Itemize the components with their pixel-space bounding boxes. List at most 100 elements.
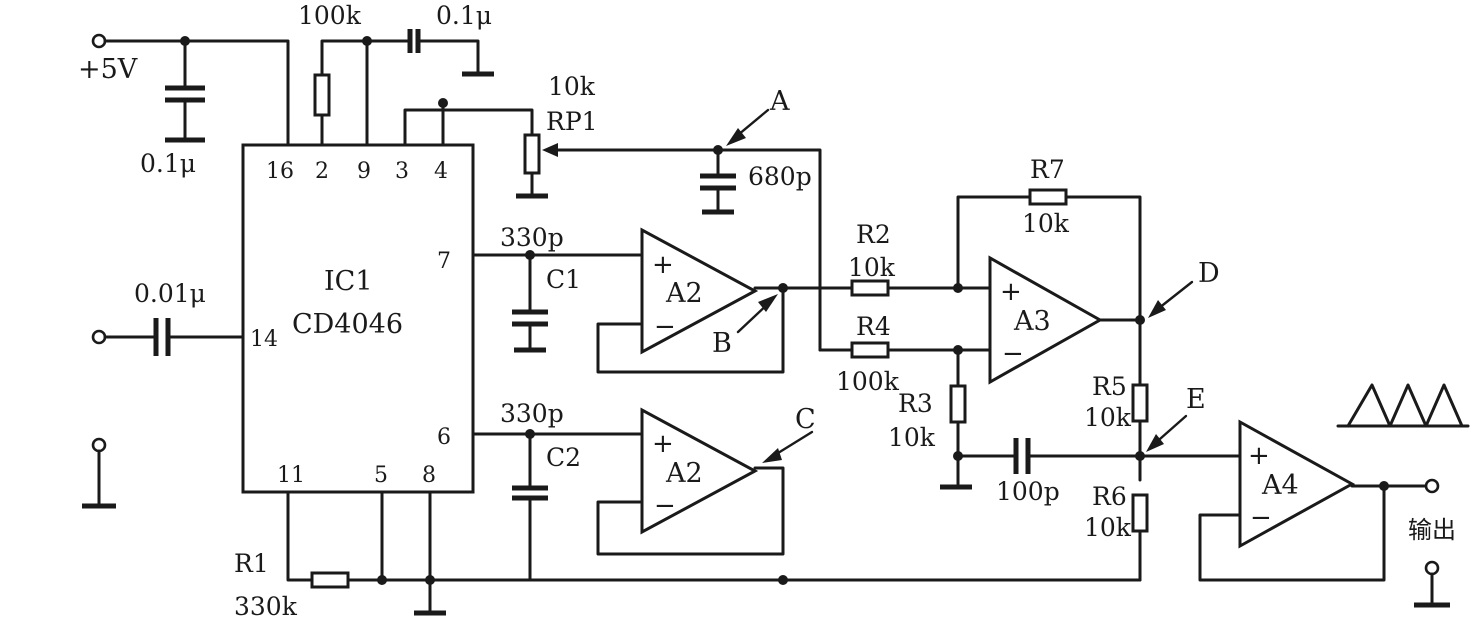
top-cap-value: 0.1μ (436, 1, 492, 30)
c-680p-value: 680p (748, 162, 812, 191)
r-100k-value: 100k (298, 1, 362, 30)
node-a-arrow-icon (726, 128, 746, 146)
r3-value: 10k (888, 423, 936, 452)
pin9-junction (362, 36, 372, 46)
triangle-wave-icon (1336, 383, 1470, 428)
ground-terminal (91, 437, 107, 453)
a4-plus: + (1248, 441, 1270, 471)
r4-value: 100k (836, 367, 900, 396)
r1-value: 330k (234, 592, 298, 620)
a2-bottom-plus: + (652, 429, 674, 459)
pin-6-label: 6 (437, 425, 451, 450)
c-680p-capacitor (700, 173, 736, 191)
pin-3-label: 3 (395, 159, 409, 184)
r6-value: 10k (1084, 513, 1132, 542)
a2-top-minus: − (654, 312, 676, 342)
r6-resistor (1131, 493, 1149, 533)
r2-resistor (850, 279, 890, 297)
a4-feedback (1198, 484, 1386, 582)
c-100p-capacitor (1013, 438, 1031, 474)
node-e-junction (1135, 451, 1145, 461)
c1-value: 330p (500, 223, 564, 252)
rp1-value: 10k (548, 72, 596, 101)
supply-wire (103, 39, 290, 147)
a4-label: A4 (1261, 470, 1299, 501)
a3-minus: − (1002, 339, 1024, 369)
input-cap-value: 0.01μ (134, 279, 206, 308)
r2-value: 10k (848, 253, 896, 282)
c-100p-value: 100p (996, 477, 1060, 506)
rp1-name: RP1 (546, 107, 598, 136)
pin-16-label: 16 (266, 159, 294, 184)
r4-resistor (850, 341, 890, 359)
pin-9-label: 9 (357, 159, 371, 184)
r7-resistor (1028, 188, 1068, 206)
wiper-arrow-icon (542, 143, 558, 157)
pin5-junction (377, 575, 387, 585)
supply-label: +5V (78, 54, 138, 85)
output-ground-terminal (1424, 560, 1440, 576)
a2-bottom-minus: − (654, 491, 676, 521)
r1-name: R1 (234, 549, 269, 578)
r5-value: 10k (1084, 403, 1132, 432)
pin-14-label: 14 (250, 327, 278, 352)
input-capacitor (153, 318, 171, 356)
a2-bottom-feedback (596, 466, 785, 556)
node-d-junction (1135, 315, 1145, 325)
a2-bottom-rail-junction (778, 575, 788, 585)
pin-2-label: 2 (315, 159, 329, 184)
r1-resistor (310, 571, 350, 589)
node-d-arrow-icon (1148, 300, 1166, 318)
c1-capacitor (512, 309, 548, 327)
ic1-name: IC1 (324, 266, 373, 297)
pin-5-label: 5 (374, 463, 388, 488)
pin-7-label: 7 (437, 249, 451, 274)
c2-value: 330p (500, 399, 564, 428)
node-b-junction (778, 283, 788, 293)
a4-output-junction (1379, 481, 1389, 491)
wiper-wire (554, 148, 854, 352)
r-100k-resistor (313, 73, 331, 117)
supply-capacitor (165, 85, 205, 103)
supply-cap-value: 0.1μ (140, 149, 196, 178)
a3-plus: + (1000, 277, 1022, 307)
pin-11-label: 11 (277, 463, 305, 488)
node-b-arrow-icon (758, 294, 778, 312)
input-terminal (91, 329, 107, 345)
ic1-part-number: CD4046 (292, 309, 403, 340)
pin2-wire (320, 39, 412, 147)
top-cap-wire (416, 39, 480, 74)
r5-resistor (1131, 383, 1149, 423)
pin34-junction (438, 98, 448, 108)
a4-minus: − (1250, 503, 1272, 533)
rp1-potentiometer (523, 133, 541, 175)
a2-bottom-opamp (640, 407, 759, 535)
node-c-label: C (795, 404, 816, 435)
a2-top-label: A2 (665, 278, 703, 309)
ic1-body (241, 143, 475, 494)
node-c-arrow-icon (762, 448, 782, 463)
bottom-rail (286, 490, 1142, 582)
pin-8-label: 8 (422, 463, 436, 488)
r2-name: R2 (856, 220, 891, 249)
a2-top-plus: + (652, 250, 674, 280)
a3-label: A3 (1013, 306, 1051, 337)
node-e-label: E (1186, 384, 1206, 415)
r3-resistor (949, 384, 967, 424)
r4-name: R4 (856, 312, 891, 341)
a2-top-opamp (640, 227, 759, 355)
pin8-junction (425, 575, 435, 585)
a2-top-feedback (596, 285, 785, 374)
output-terminal (1424, 478, 1440, 494)
r5-name: R5 (1092, 372, 1127, 401)
c2-capacitor (512, 485, 548, 501)
node-e-arrow-icon (1146, 434, 1164, 452)
pin3-wire (403, 108, 534, 147)
a4-opamp (1238, 419, 1356, 549)
r7-name: R7 (1030, 155, 1065, 184)
c1-name: C1 (546, 265, 581, 294)
supply-terminal (91, 33, 107, 49)
r3-name: R3 (898, 389, 933, 418)
output-label: 输出 (1408, 516, 1456, 544)
pin-4-label: 4 (434, 159, 448, 184)
